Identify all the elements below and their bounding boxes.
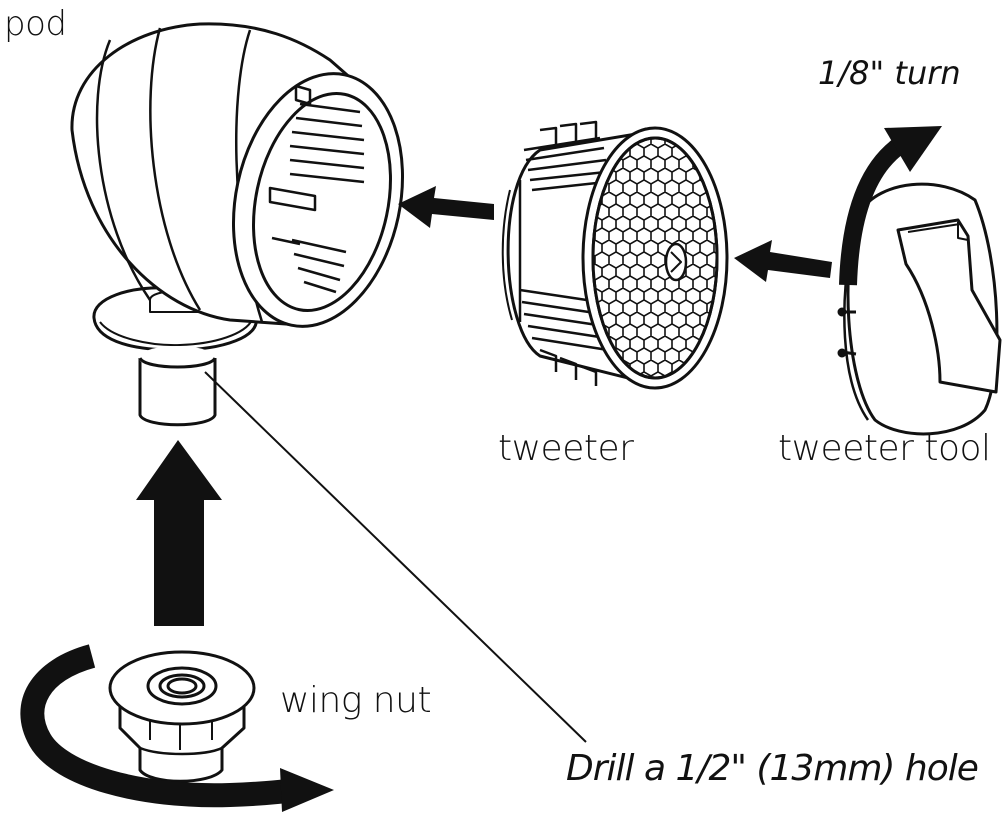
pod-threads (268, 84, 365, 294)
tweeter-tool (837, 182, 1002, 436)
drill-hole-label: Drill a 1/2" (13mm) hole (566, 748, 979, 789)
turn-label: 1/8" turn (818, 54, 961, 92)
tweeter-tool-label: tweeter tool (778, 428, 991, 469)
drill-leader-line (204, 371, 587, 743)
wing-nut (108, 650, 256, 783)
tweeter-label: tweeter (498, 428, 634, 469)
tweeter-logo-badge (664, 242, 688, 282)
arrow-up-to-pod (136, 440, 222, 626)
pod-label: pod (4, 4, 67, 44)
tool-handle (896, 218, 1002, 394)
pod (70, 22, 405, 427)
wing-nut-label: wing nut (280, 680, 432, 721)
arrow-tool-to-tweeter (734, 240, 832, 282)
arrow-tweeter-to-pod (398, 186, 494, 228)
rotate-arrow-icon (20, 644, 334, 812)
turn-arrow-icon (839, 126, 942, 286)
tweeter-grille (593, 138, 717, 378)
tweeter (501, 120, 729, 390)
